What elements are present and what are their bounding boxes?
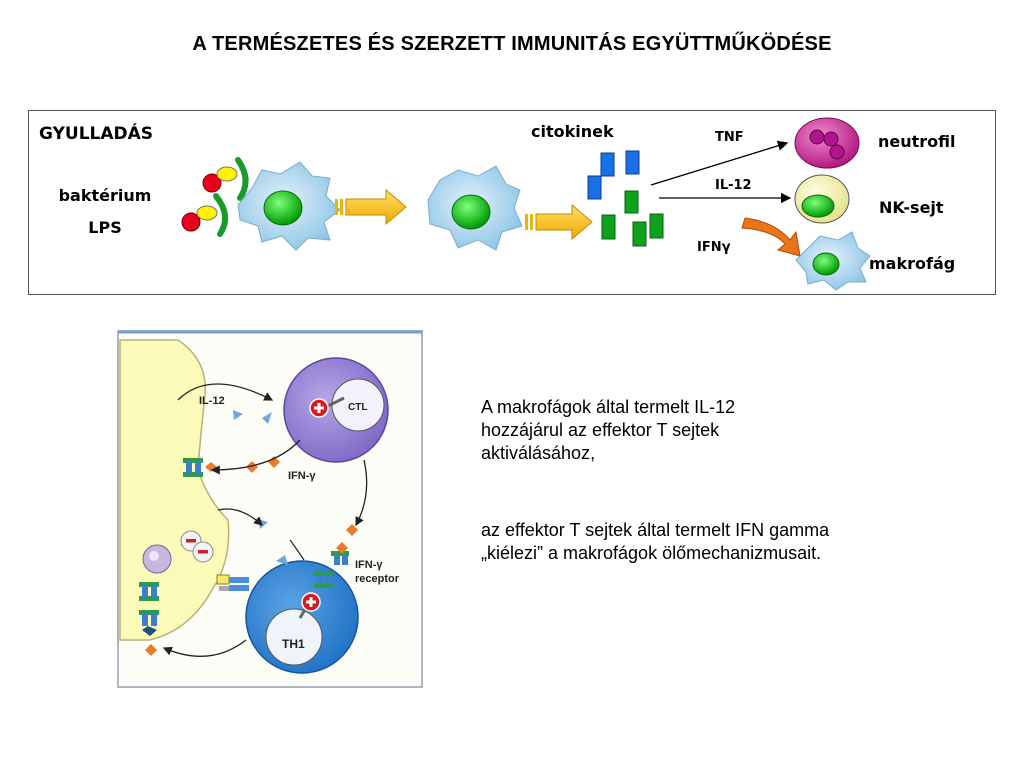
il12-to-ctl-arrow [177,383,274,401]
fig-th1-label: TH1 [282,637,305,651]
ctl-to-th1-arrow [355,459,368,527]
para1-line3: aktiválásához, [481,443,596,463]
explanation-paragraph-1: A makrofágok által termelt IL-12 hozzájá… [481,396,991,465]
cytokines-icon [587,150,664,247]
il12-label: IL-12 [715,178,752,193]
explanation-paragraph-2: az effektor T sejtek által termelt IFN g… [481,519,991,565]
fig-ctl-label: CTL [348,402,367,413]
neutrophil-cell-icon [794,117,860,169]
mhc-tcr-link-icon [216,574,249,591]
macrophage-label: makrofág [869,254,956,273]
lps-label: LPS [88,218,122,237]
inflammation-heading: GYULLADÁS [39,124,154,144]
fig-ifn-receptor-label: IFN-γ [355,559,383,571]
lps-molecules-icon [181,157,249,237]
cytokines-label: citokinek [531,122,614,141]
progress-arrow-icon [525,203,593,241]
th1-cell-icon [245,560,359,674]
il12-to-th1-arrow [217,508,263,526]
receptor-icon [139,582,159,601]
receptor-icon [139,610,159,636]
fig-il12-label: IL-12 [199,395,225,407]
bacteria-label: baktérium [58,186,152,205]
fig-ifn-label: IFN-γ [288,470,316,482]
th1-to-macrophage-arrow [162,639,247,657]
para2-line2: „kiélezi” a makrofágok ölőmechanizmusait… [481,543,822,563]
ifn-gamma-molecule-icon [145,456,358,656]
para1-line1: A makrofágok által termelt IL-12 [481,397,736,417]
link-line [289,539,305,561]
para2-line1: az effektor T sejtek által termelt IFN g… [481,520,830,540]
ifn-gamma-receptor-icon [314,542,349,588]
inflammation-panel [28,110,996,295]
ctl-to-macrophage-arrow [210,439,301,475]
macrophage-small-icon [795,231,871,291]
phagosome-icon [142,530,214,574]
ctl-cell-icon [283,357,389,463]
para1-line2: hozzájárul az effektor T sejtek [481,420,720,440]
nk-cell-icon [794,174,850,224]
macrophage-cell-icon [237,161,341,251]
progress-arrow-icon [335,188,407,226]
ifn-curved-arrow-icon [741,217,801,257]
ifn-label: IFNγ [697,240,731,255]
page-title: A TERMÉSZETES ÉS SZERZETT IMMUNITÁS EGYÜ… [192,33,832,55]
tnf-arrow [650,140,789,186]
fig-receptor-label: receptor [355,573,400,585]
tnf-label: TNF [715,130,744,145]
nk-cell-label: NK-sejt [879,198,944,217]
neutrophil-label: neutrofil [878,132,956,151]
activated-macrophage-icon [427,165,523,251]
